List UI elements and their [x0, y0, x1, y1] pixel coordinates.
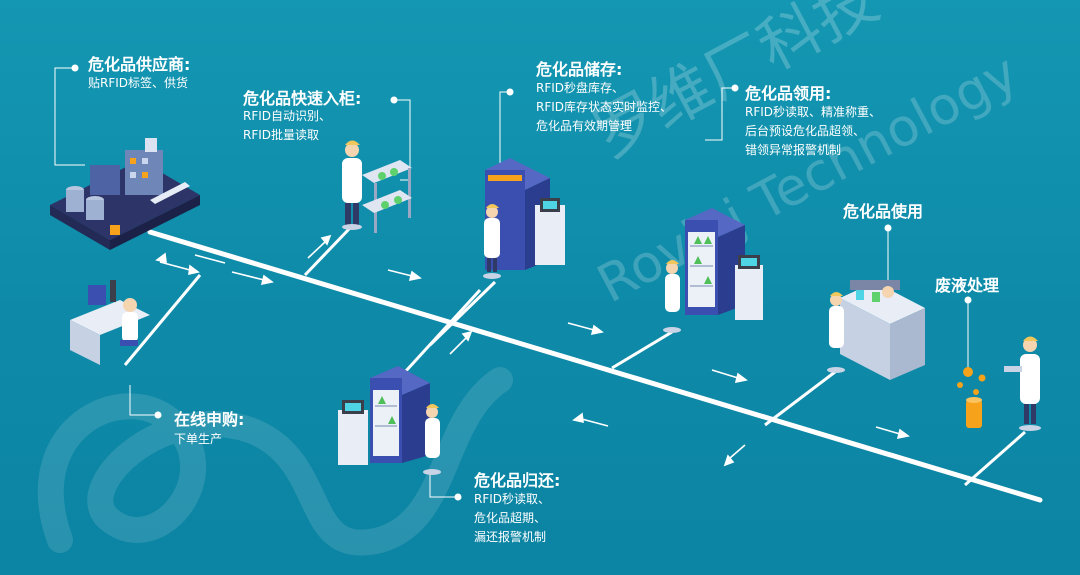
waste-disposal-illustration: [957, 336, 1041, 431]
main-flow-line: [147, 229, 1043, 503]
quick-store-title: 危化品快速入柜:: [243, 89, 362, 108]
quick-store-illustration: [342, 140, 412, 233]
supplier-line-1: 贴RFID标签、供货: [88, 76, 189, 90]
collect-title: 危化品领用:: [745, 84, 832, 103]
online-order-illustration: [70, 280, 150, 365]
lab-bench-illustration: [827, 280, 925, 380]
return-line-2: 危化品超期、: [474, 511, 547, 525]
quick-store-line-1: RFID自动识别、: [243, 109, 332, 123]
storage-cabinet-illustration: [483, 158, 565, 279]
quick-store-line-2: RFID批量读取: [243, 128, 320, 142]
factory-illustration: [50, 138, 200, 250]
use-title: 危化品使用: [843, 202, 924, 221]
return-title: 危化品归还:: [474, 471, 561, 490]
online-line-1: 下单生产: [174, 432, 223, 446]
branch-line-return: [403, 288, 482, 374]
collect-line-3: 错领异常报警机制: [745, 143, 842, 157]
collect-cabinet-illustration: [663, 208, 763, 333]
branch-line-online: [123, 274, 202, 366]
branch-line-quickstore: [303, 226, 352, 277]
return-line-1: RFID秒读取、: [474, 492, 551, 506]
branch-line-use: [764, 370, 836, 427]
branch-line-collect: [611, 330, 673, 370]
return-cabinet-illustration: [338, 366, 441, 475]
storage-line-3: 危化品有效期管理: [536, 119, 633, 133]
online-title: 在线申购:: [174, 410, 245, 429]
flow-arrows: [155, 234, 910, 467]
supplier-title: 危化品供应商:: [88, 55, 191, 74]
return-line-3: 漏还报警机制: [474, 530, 547, 544]
callout-dots: [71, 64, 972, 501]
waste-title: 废液处理: [935, 276, 1000, 295]
storage-title: 危化品储存:: [536, 60, 623, 79]
storage-line-1: RFID秒盘库存、: [536, 81, 625, 95]
branch-line-waste: [964, 430, 1026, 487]
storage-line-2: RFID库存状态实时监控、: [536, 100, 673, 114]
logo-watermark: [37, 367, 513, 556]
collect-line-2: 后台预设危化品超领、: [745, 124, 866, 138]
collect-line-1: RFID秒读取、精准称重、: [745, 105, 882, 119]
